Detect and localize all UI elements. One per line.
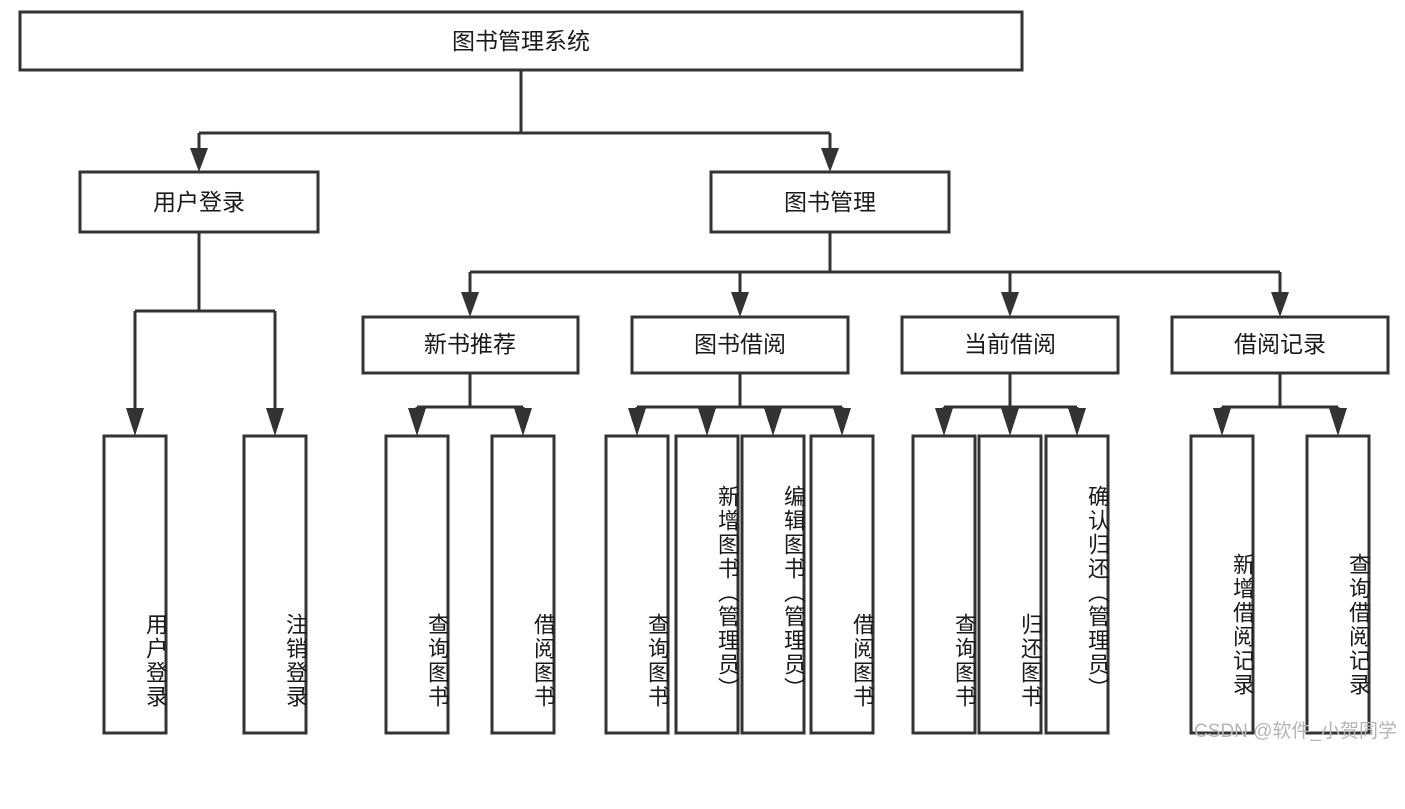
node-box-leaf-query-book-2[interactable]: [604, 434, 670, 735]
connector-group-userlogin: [126, 232, 284, 436]
node-box-borrow-record[interactable]: [1170, 315, 1390, 375]
node-box-book-borrow[interactable]: [630, 315, 850, 375]
node-box-leaf-borrow-book-1[interactable]: [490, 434, 556, 735]
node-box-user-login[interactable]: [78, 170, 320, 234]
connector-group-root: [190, 70, 839, 172]
arrowhead-book-borrow: [731, 292, 749, 317]
arrowhead-leaf-query-book-2: [628, 408, 646, 436]
node-box-leaf-query-record[interactable]: [1305, 434, 1371, 735]
connector-group-borrow-record: [1213, 373, 1347, 436]
arrowhead-leaf-edit-book: [764, 408, 782, 436]
arrowhead-leaf-query-record: [1329, 408, 1347, 436]
diagram-canvas: 图书管理系统 用户登录 图书管理 新书推荐 图书借阅 当前借阅 借阅记录: [18, 10, 1390, 735]
arrowhead-leaf-add-record: [1213, 408, 1231, 436]
arrowhead-leaf-borrow-book-2: [833, 408, 851, 436]
arrowhead-leaf-query-book-1: [408, 408, 426, 436]
node-box-leaf-user-login[interactable]: [102, 434, 168, 735]
node-box-leaf-add-record[interactable]: [1189, 434, 1255, 735]
node-box-book-management[interactable]: [709, 170, 951, 234]
node-box-new-book-recommend[interactable]: [361, 315, 580, 375]
node-box-current-borrow[interactable]: [900, 315, 1120, 375]
arrowhead-current-borrow: [1001, 292, 1019, 317]
arrowhead-bookmgmt: [821, 148, 839, 172]
arrowhead-leaf-user-login: [126, 408, 144, 436]
node-label-new-book-recommend: 新书推荐: [424, 331, 516, 357]
flowchart-diagram: 图书管理系统 用户登录 图书管理 新书推荐 图书借阅 当前借阅 借阅记录 用户登…: [18, 10, 1397, 742]
node-label-borrow-record: 借阅记录: [1234, 331, 1326, 357]
node-box-leaf-borrow-book-2[interactable]: [809, 434, 875, 735]
node-box-leaf-query-book-1[interactable]: [384, 434, 450, 735]
node-label-book-management: 图书管理: [784, 189, 876, 215]
node-box-root[interactable]: [18, 10, 1024, 72]
arrowhead-leaf-borrow-book-1: [514, 408, 532, 436]
node-box-leaf-add-book[interactable]: [674, 434, 740, 735]
arrowhead-borrow-record: [1271, 292, 1289, 317]
arrowhead-leaf-confirm-return: [1068, 408, 1086, 436]
arrowhead-leaf-logout: [266, 408, 284, 436]
node-box-leaf-edit-book[interactable]: [740, 434, 806, 735]
connector-group-bookmgmt: [461, 232, 1289, 317]
node-label-root: 图书管理系统: [452, 28, 590, 54]
node-box-leaf-confirm-return[interactable]: [1044, 434, 1110, 735]
node-box-leaf-logout[interactable]: [242, 434, 308, 735]
arrowhead-leaf-add-book: [698, 408, 716, 436]
node-label-book-borrow: 图书借阅: [694, 331, 786, 357]
arrowhead-new-book-recommend: [461, 292, 479, 317]
node-box-leaf-query-book-3[interactable]: [911, 434, 977, 735]
arrowhead-leaf-query-book-3: [935, 408, 953, 436]
arrowhead-leaf-return-book: [1001, 408, 1019, 436]
connector-group-current-borrow: [935, 373, 1086, 436]
node-box-leaf-return-book[interactable]: [977, 434, 1043, 735]
connector-group-new-book-recommend: [408, 373, 532, 436]
arrowhead-userlogin: [190, 148, 208, 172]
node-label-user-login: 用户登录: [153, 189, 245, 215]
connector-group-book-borrow: [628, 373, 851, 436]
csdn-watermark: CSDN @软件_小贺同学: [1194, 721, 1397, 742]
node-label-current-borrow: 当前借阅: [964, 331, 1056, 357]
